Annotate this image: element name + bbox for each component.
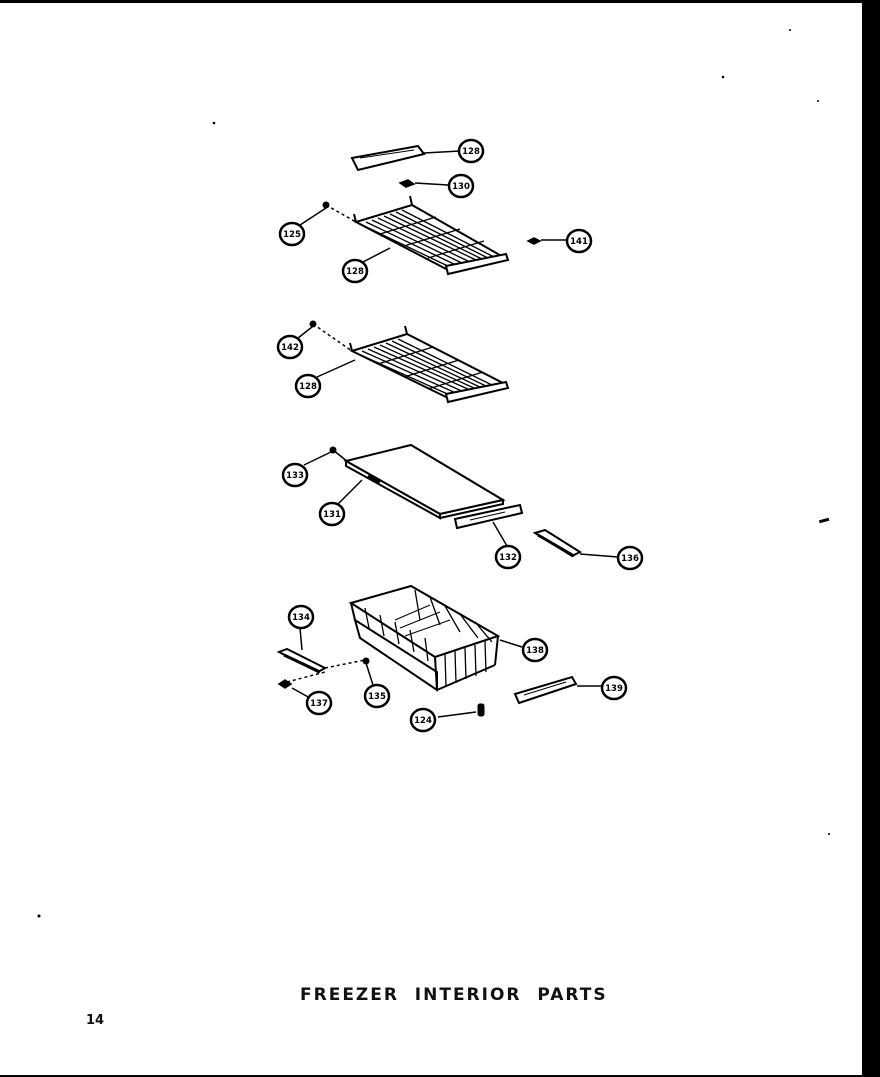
wire-shelf-middle (309, 320, 510, 404)
callout-label: 128 (462, 147, 480, 157)
callout-label: 133 (286, 471, 304, 481)
basket-bracket (532, 528, 619, 558)
callout-label: 125 (283, 230, 301, 240)
callout-bubbles: 128 130 125 141 128 142 128 133 131 132 … (276, 138, 644, 733)
shelf-front-strip (453, 503, 524, 530)
callout-label: 139 (605, 684, 623, 694)
pin-part (437, 703, 485, 718)
callout-label: 132 (499, 553, 517, 563)
leader-lines (297, 207, 508, 547)
clip-part-2 (526, 237, 567, 245)
callout-label: 142 (281, 343, 299, 353)
callout-label: 128 (299, 382, 317, 392)
callout-label: 130 (452, 182, 470, 192)
callout-label: 136 (621, 554, 639, 564)
callout-label: 135 (368, 692, 386, 702)
front-trim-strip-top (350, 144, 461, 172)
callout-label: 124 (414, 716, 432, 726)
callout-label: 138 (526, 646, 544, 656)
callout-label: 141 (570, 237, 588, 247)
clip-part (398, 179, 449, 188)
basket-front-strip (513, 675, 602, 705)
diagram-title: FREEZER INTERIOR PARTS (300, 985, 608, 1005)
basket-slide (276, 627, 374, 699)
callout-label: 128 (346, 267, 364, 277)
solid-shelf (329, 443, 506, 520)
wire-basket (348, 584, 523, 692)
wire-shelf-upper (322, 195, 510, 276)
diagram-page (0, 3, 862, 1077)
callout-label: 131 (323, 510, 341, 520)
scan-specks (37, 29, 830, 918)
callout-label: 134 (292, 613, 310, 623)
page-number: 14 (86, 1013, 105, 1028)
callout-label: 137 (310, 699, 328, 709)
